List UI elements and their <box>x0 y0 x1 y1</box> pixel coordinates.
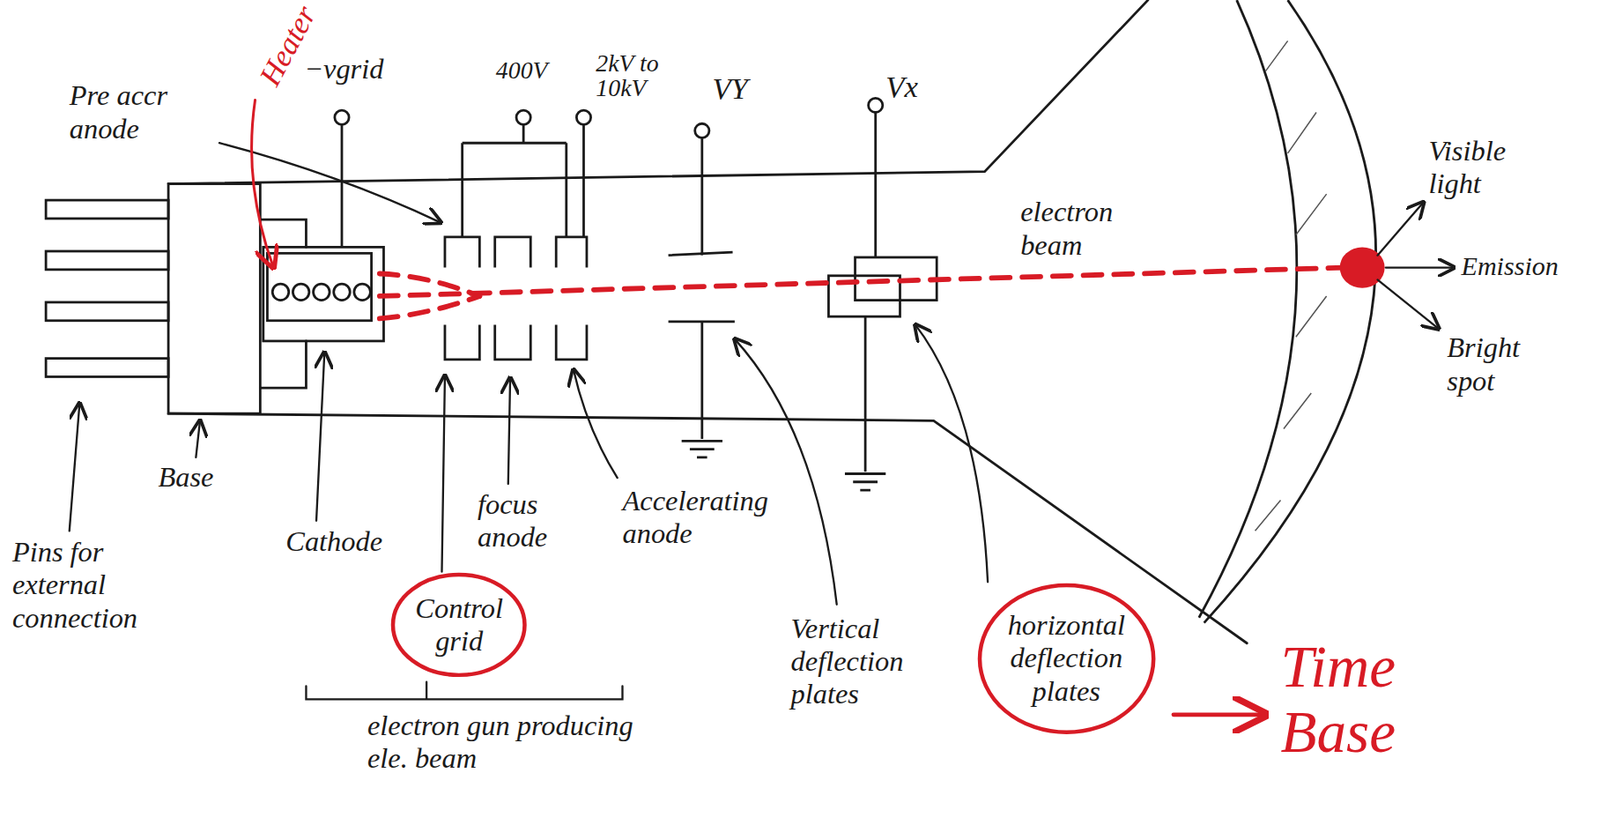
screen <box>1255 40 1327 531</box>
screen <box>1204 0 1377 623</box>
red-arrows <box>251 100 1267 715</box>
tube-outline <box>168 0 1149 184</box>
pins <box>45 200 169 377</box>
grid-electrodes <box>444 237 587 360</box>
tube-outline <box>168 184 260 415</box>
leader-lines <box>1377 279 1439 329</box>
tube-outline <box>168 0 1247 644</box>
leader-lines <box>508 377 511 484</box>
cathode-assembly <box>313 283 331 301</box>
leader-lines <box>305 681 623 700</box>
circled-label: Control grid <box>390 571 527 678</box>
leader-lines <box>1377 201 1424 255</box>
electron-beam <box>379 296 481 319</box>
leader-lines <box>195 420 200 458</box>
bright-spot <box>1340 246 1386 288</box>
pins <box>45 358 169 378</box>
leader-lines <box>1385 266 1455 268</box>
grid-electrodes <box>444 237 480 268</box>
grid-voltage: −vgrid <box>303 52 384 86</box>
cathode-assembly <box>263 246 385 341</box>
beam-label: electron beam <box>1020 195 1149 262</box>
electron-beam <box>379 267 1348 297</box>
group-label: electron gun producing ele. beam <box>367 709 664 776</box>
voltage-label: 2kV to 10kV <box>595 51 660 101</box>
supply-wires <box>576 110 591 125</box>
electron-beam <box>379 273 481 296</box>
horizontal-deflection-plates <box>844 473 886 490</box>
vertical-deflection-plates <box>668 123 735 458</box>
tube-outline <box>259 340 306 388</box>
supply-wires <box>340 124 344 247</box>
cathode-assembly <box>354 283 371 301</box>
part-label: Vertical deflection plates <box>791 612 960 712</box>
tube-outline <box>259 219 306 247</box>
screen <box>1199 0 1377 623</box>
vertical-deflection-plates <box>681 440 723 458</box>
cathode-assembly <box>333 283 351 301</box>
leader-lines <box>915 324 988 582</box>
grid-electrodes <box>495 237 532 268</box>
leader-lines <box>441 375 445 571</box>
red-arrows <box>1173 712 1266 718</box>
cathode-assembly <box>266 252 371 320</box>
part-label: Accelerating anode <box>622 484 816 551</box>
circle-outline <box>392 574 525 675</box>
voltage-label: 400V <box>496 56 549 85</box>
leader-lines <box>69 403 81 532</box>
supply-wires <box>582 124 586 237</box>
red-arrows <box>251 100 275 268</box>
supply-wires <box>516 110 531 125</box>
leader-lines <box>734 339 838 605</box>
output-label: Bright spot <box>1446 331 1559 398</box>
part-label: Cathode <box>285 525 383 558</box>
leader-lines <box>573 369 618 478</box>
grid-electrodes <box>444 324 480 359</box>
output-label: Emission <box>1460 251 1558 282</box>
note-label: Time Base <box>1280 634 1515 765</box>
horizontal-deflection-plates <box>868 97 883 112</box>
grid-electrodes <box>555 324 587 359</box>
cathode-assembly <box>263 246 385 341</box>
output-label: Visible light <box>1428 134 1562 201</box>
signal-name: Vx <box>885 69 919 105</box>
part-label: focus anode <box>477 488 590 555</box>
supply-wires <box>334 110 592 247</box>
supply-wires <box>334 110 349 125</box>
signal-name: VY <box>711 71 749 107</box>
node-text: horizontal deflection plates <box>977 608 1156 708</box>
grid-electrodes <box>495 324 532 359</box>
leader-lines <box>316 352 325 521</box>
cathode-assembly <box>292 283 310 301</box>
part-label: Pins for external connection <box>12 535 192 635</box>
horizontal-deflection-plates <box>874 112 877 258</box>
part-label: Base <box>158 460 215 494</box>
vertical-deflection-plates <box>695 123 710 138</box>
pins <box>45 200 169 219</box>
part-label: Pre accr anode <box>69 79 223 146</box>
circled-label: horizontal deflection plates <box>977 582 1156 735</box>
electron-beam <box>379 267 1348 319</box>
pins <box>45 251 169 270</box>
leader-lines <box>69 142 1455 699</box>
pins <box>45 302 169 321</box>
horizontal-deflection-plates <box>855 257 938 301</box>
grid-electrodes <box>555 237 587 268</box>
supply-wires <box>462 124 567 237</box>
horizontal-deflection-plates <box>864 316 867 472</box>
node-text: Control grid <box>402 592 515 659</box>
horizontal-deflection-plates <box>828 97 937 490</box>
tube-outline <box>168 413 1247 644</box>
cathode-assembly <box>272 283 289 301</box>
